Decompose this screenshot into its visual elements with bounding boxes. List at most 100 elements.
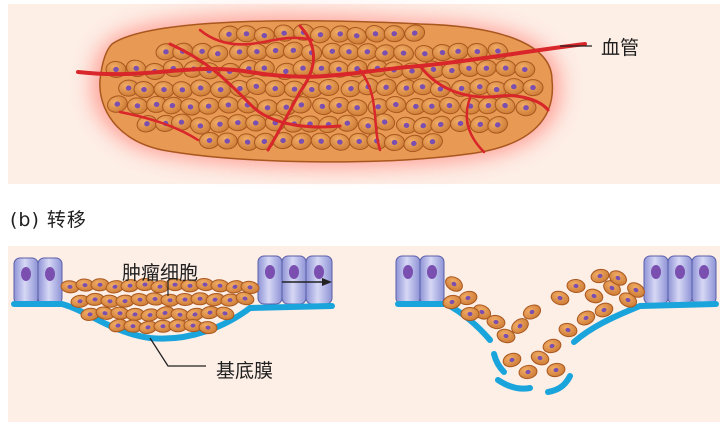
blood-vessel-branch (358, 68, 382, 152)
tumor-cell (522, 79, 544, 97)
tumor-cell (530, 350, 550, 366)
cell-nucleus (354, 105, 360, 111)
membrane-leader-line (149, 337, 206, 367)
tumor-cell (412, 116, 434, 135)
cell-nucleus (467, 311, 473, 317)
tumor-cell (146, 95, 168, 113)
cell-nucleus (319, 103, 326, 109)
tumor-cell (200, 305, 220, 320)
tumor-cell (235, 291, 255, 306)
cell-nucleus (114, 101, 121, 107)
cell-nucleus (283, 104, 290, 110)
cell-nucleus (145, 325, 151, 330)
cell-nucleus (177, 312, 183, 317)
tumor-cell (85, 292, 105, 306)
cell-nucleus (97, 282, 103, 287)
cell-nucleus (179, 87, 186, 93)
cell-nucleus (439, 50, 446, 56)
tumor-cell (365, 25, 386, 43)
cell-nucleus (192, 312, 198, 317)
cell-nucleus (337, 31, 344, 37)
tumor-cell (550, 290, 570, 306)
tumor-cell (329, 133, 351, 151)
cell-nucleus (391, 31, 398, 37)
cell-nucleus (493, 87, 500, 93)
basement-membrane-segment (571, 301, 719, 345)
cell-nucleus (172, 282, 178, 287)
cell-nucleus (247, 285, 253, 290)
cell-nucleus (127, 283, 133, 288)
cell-nucleus (523, 105, 529, 111)
cell-nucleus (336, 66, 342, 72)
cell-nucleus (67, 284, 73, 289)
cell-nucleus (272, 47, 279, 54)
blood-vessel-branch (418, 64, 550, 112)
epithelial-nucleus (427, 265, 437, 279)
migration-arrow-head (322, 278, 332, 286)
cell-nucleus (291, 86, 298, 92)
basement-membrane-fragment (495, 377, 533, 392)
tumor-cells-right (442, 268, 645, 380)
cell-nucleus (573, 283, 579, 289)
cell-nucleus (157, 284, 163, 289)
tumor-cell (627, 282, 645, 298)
cell-nucleus (134, 103, 141, 109)
cell-nucleus (217, 283, 223, 288)
cell-nucleus (495, 48, 501, 54)
tumor-cell (486, 314, 506, 330)
cell-nucleus (485, 102, 492, 109)
cell-nucleus (113, 66, 119, 73)
cell-nucleus (625, 297, 631, 303)
cell-nucleus (583, 315, 589, 321)
cell-nucleus (633, 287, 639, 293)
cell-nucleus (182, 297, 188, 302)
cell-nucleus (207, 310, 213, 315)
cell-nucleus (372, 31, 379, 37)
cell-nucleus (403, 85, 410, 91)
tumor-cell (496, 328, 516, 344)
cell-nucleus (479, 309, 485, 315)
cell-nucleus (281, 30, 287, 36)
epithelial-nucleus (289, 265, 299, 279)
epithelial-cell (667, 255, 693, 305)
cell-nucleus (449, 299, 455, 305)
tumor-cell (522, 304, 542, 320)
cell-nucleus (348, 86, 354, 92)
blood-vessels (76, 24, 587, 154)
cell-nucleus (382, 50, 388, 56)
epithelial-nucleus (21, 267, 31, 281)
cell-nucleus (243, 31, 250, 37)
cell-nucleus (318, 138, 324, 144)
cell-nucleus (206, 137, 213, 144)
cell-nucleus (227, 298, 233, 303)
tumor-cell (282, 41, 304, 60)
cell-nucleus (446, 102, 453, 109)
cell-nucleus (419, 84, 426, 90)
cell-nucleus (187, 283, 193, 288)
tumor-cell (487, 116, 509, 134)
tumor-cell (458, 290, 478, 306)
cell-nucleus (356, 138, 362, 144)
cell-nucleus (112, 284, 118, 289)
cell-nucleus (502, 65, 509, 71)
cell-nucleus (493, 319, 499, 325)
cell-nucleus (141, 87, 147, 93)
tissue-right (395, 255, 719, 395)
epithelial-cell (281, 255, 307, 305)
cell-nucleus (197, 85, 204, 91)
tumor-cell (494, 96, 516, 115)
tumor-cell (514, 61, 536, 79)
tumor-cell (430, 115, 452, 134)
tumor-cell (150, 280, 170, 294)
cell-nucleus (601, 307, 607, 313)
tumor-cell (558, 322, 578, 338)
cell-nucleus (477, 84, 483, 90)
cell-nucleus (117, 311, 123, 316)
tumor-cell (346, 27, 368, 45)
cell-nucleus (565, 327, 571, 333)
cell-nucleus (537, 355, 543, 361)
tumor-cell (469, 78, 491, 96)
cell-nucleus (329, 48, 336, 54)
blood-vessel-branch (168, 42, 342, 129)
